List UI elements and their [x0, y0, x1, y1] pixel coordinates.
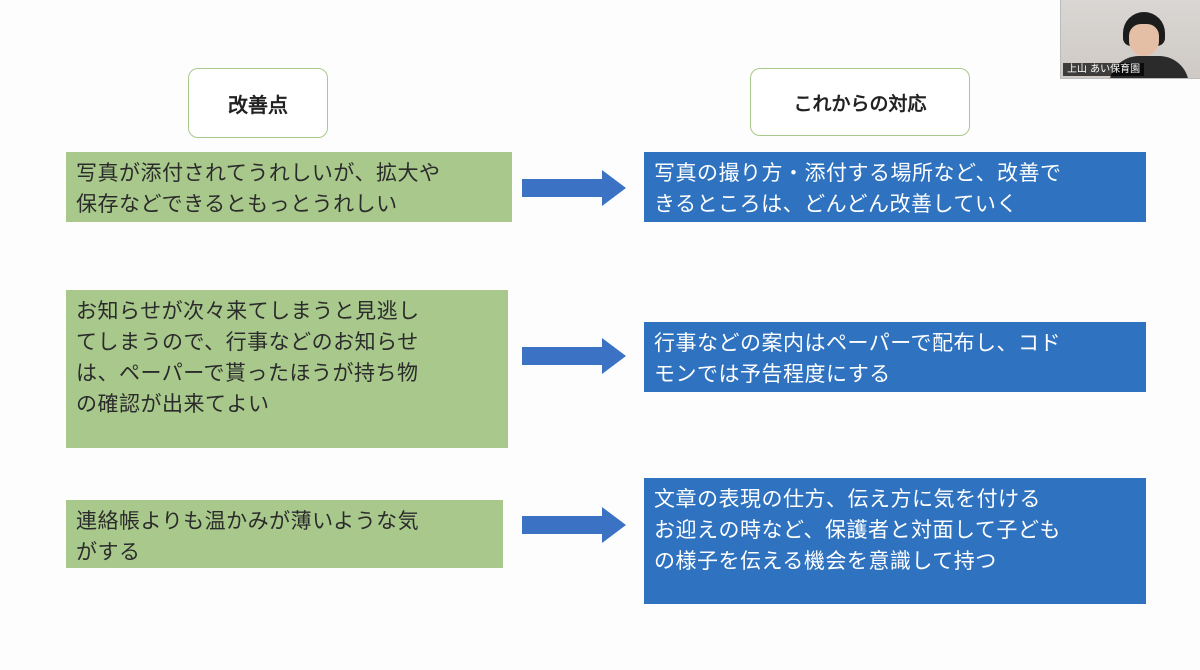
issue-1-line-2: 保存などできるともっとうれしい — [76, 192, 398, 216]
response-box-1: 写真の撮り方・添付する場所など、改善で きるところは、どんどん改善していく — [644, 152, 1146, 222]
response-box-2: 行事などの案内はペーパーで配布し、コド モンでは予告程度にする — [644, 322, 1146, 392]
future-response-header-label: これからの対応 — [793, 92, 927, 115]
future-response-header: これからの対応 — [750, 68, 970, 136]
response-3-line-2: お迎えの時など、保護者と対面して子ども — [654, 518, 1061, 542]
issue-2-line-2: てしまうので、行事などのお知らせ — [76, 330, 419, 354]
right-arrow-icon — [522, 338, 626, 374]
response-2-line-1: 行事などの案内はペーパーで配布し、コド — [654, 331, 1062, 355]
issue-2-line-4: の確認が出来てよい — [76, 392, 270, 416]
issue-1-line-1: 写真が添付されてうれしいが、拡大や — [76, 161, 441, 185]
issue-box-3: 連絡帳よりも温かみが薄いような気 がする — [66, 500, 503, 568]
response-1-line-1: 写真の撮り方・添付する場所など、改善で — [654, 161, 1062, 185]
response-1-line-2: きるところは、どんどん改善していく — [654, 192, 1018, 216]
improvement-points-header-label: 改善点 — [228, 92, 288, 117]
participant-name-label: 上山 あい保育園 — [1063, 63, 1145, 76]
response-2-line-2: モンでは予告程度にする — [654, 362, 891, 386]
issue-2-line-3: は、ペーパーで貰ったほうが持ち物 — [76, 361, 419, 385]
issue-box-2: お知らせが次々来てしまうと見逃し てしまうので、行事などのお知らせ は、ペーパー… — [66, 290, 508, 448]
response-3-line-3: の様子を伝える機会を意識して持つ — [654, 549, 997, 573]
right-arrow-icon — [522, 507, 626, 543]
improvement-points-header: 改善点 — [188, 68, 328, 138]
response-3-line-1: 文章の表現の仕方、伝え方に気を付ける — [654, 487, 1041, 511]
issue-box-1: 写真が添付されてうれしいが、拡大や 保存などできるともっとうれしい — [66, 152, 512, 222]
response-box-3: 文章の表現の仕方、伝え方に気を付ける お迎えの時など、保護者と対面して子ども の… — [644, 478, 1146, 604]
issue-3-line-2: がする — [76, 540, 141, 564]
issue-3-line-1: 連絡帳よりも温かみが薄いような気 — [76, 509, 420, 533]
participant-video-tile[interactable]: 上山 あい保育園 — [1060, 0, 1200, 79]
issue-2-line-1: お知らせが次々来てしまうと見逃し — [76, 299, 420, 323]
right-arrow-icon — [522, 170, 626, 206]
participant-avatar-face — [1129, 24, 1159, 56]
